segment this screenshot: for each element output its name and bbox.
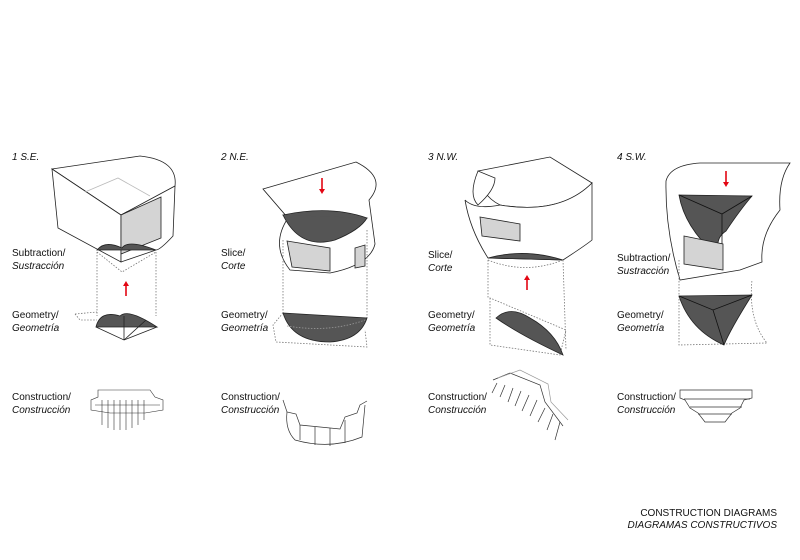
col3-geometry-label: Geometry/Geometría xyxy=(428,309,475,335)
label-en: Subtraction/ xyxy=(617,253,671,264)
caption-subtitle: DIAGRAMAS CONSTRUCTIVOS xyxy=(627,520,777,531)
label-es: Geometría xyxy=(12,323,60,334)
label-es: Construcción xyxy=(428,405,487,416)
label-en: Geometry/ xyxy=(617,310,664,321)
label-en: Subtraction/ xyxy=(12,248,66,259)
label-es: Construcción xyxy=(12,405,71,416)
col4-construction-label: Construction/Construcción xyxy=(617,391,676,417)
col3-projection xyxy=(487,259,567,351)
col3-geometry xyxy=(489,297,567,356)
col3-title: 3 N.W. xyxy=(428,152,459,163)
col1-title: 1 S.E. xyxy=(12,152,40,163)
col1-construction xyxy=(90,389,164,430)
col3-mass xyxy=(464,156,593,261)
label-es: Geometría xyxy=(428,323,476,334)
col2-geometry xyxy=(272,312,368,348)
col1-geometry xyxy=(74,311,159,341)
col1-geometry-label: Geometry/Geometría xyxy=(12,309,59,335)
col1-construction-label: Construction/Construcción xyxy=(12,391,71,417)
label-en: Construction/ xyxy=(617,392,676,403)
label-en: Slice/ xyxy=(221,248,246,259)
label-en: Construction/ xyxy=(428,392,487,403)
col1-step-label: Subtraction/Sustracción xyxy=(12,247,65,273)
col2-title: 2 N.E. xyxy=(221,152,249,163)
col1-mass xyxy=(50,155,176,263)
label-es: Sustracción xyxy=(12,261,65,272)
col4-geometry-label: Geometry/Geometría xyxy=(617,309,664,335)
col2-mass xyxy=(262,161,377,274)
col3-construction xyxy=(491,369,569,441)
col2-construction-label: Construction/Construcción xyxy=(221,391,280,417)
col4-geometry xyxy=(678,294,753,346)
col4-construction xyxy=(679,389,753,423)
col4-title: 4 S.W. xyxy=(617,152,647,163)
label-es: Sustracción xyxy=(617,266,670,277)
col4-step-label: Subtraction/Sustracción xyxy=(617,252,670,278)
label-en: Construction/ xyxy=(221,392,280,403)
label-es: Construcción xyxy=(617,405,676,416)
label-en: Construction/ xyxy=(12,392,71,403)
col3-step-label: Slice/Corte xyxy=(428,249,452,275)
sheet-caption: CONSTRUCTION DIAGRAMS DIAGRAMAS CONSTRUC… xyxy=(628,508,777,532)
col1-projection xyxy=(96,251,157,316)
arrow-icons xyxy=(123,171,729,296)
label-en: Geometry/ xyxy=(428,310,475,321)
col2-projection xyxy=(282,230,368,318)
col4-mass xyxy=(665,162,791,281)
label-es: Corte xyxy=(428,263,453,274)
label-en: Slice/ xyxy=(428,250,453,261)
label-es: Construcción xyxy=(221,405,280,416)
label-es: Geometría xyxy=(617,323,665,334)
label-es: Geometría xyxy=(221,323,269,334)
col3-construction-label: Construction/Construcción xyxy=(428,391,487,417)
col2-geometry-label: Geometry/Geometría xyxy=(221,309,268,335)
label-en: Geometry/ xyxy=(221,310,268,321)
col2-step-label: Slice/Corte xyxy=(221,247,245,273)
col2-construction xyxy=(282,399,368,446)
label-en: Geometry/ xyxy=(12,310,59,321)
caption-title: CONSTRUCTION DIAGRAMS xyxy=(640,508,777,519)
label-es: Corte xyxy=(221,261,246,272)
